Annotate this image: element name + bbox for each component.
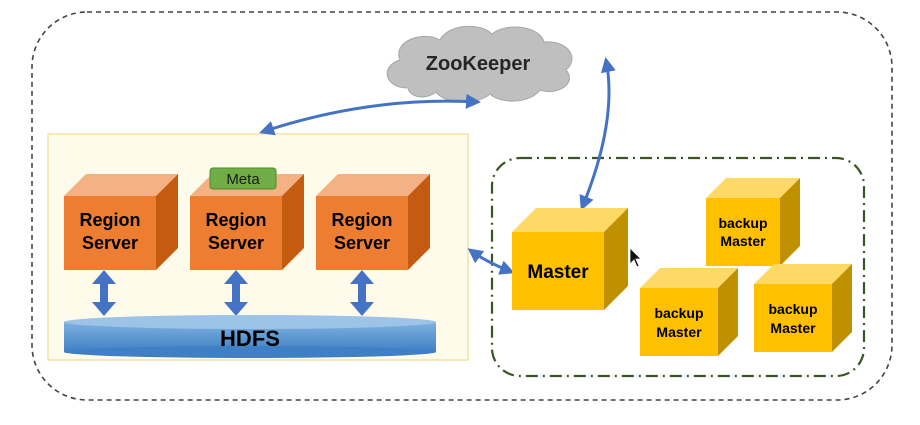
- backup-master-3-line2: Master: [770, 320, 816, 336]
- meta-tag-label: Meta: [226, 171, 260, 188]
- hdfs-label: HDFS: [220, 326, 280, 351]
- region-server-1-line2: Server: [82, 233, 138, 253]
- master-label: Master: [527, 262, 589, 283]
- backup-master-1-line2: Master: [720, 233, 766, 249]
- mouse-cursor-icon: [629, 247, 642, 268]
- region-hdfs-arrow-1: [92, 270, 116, 316]
- master-group-boundary: [490, 156, 866, 378]
- backup-master-2-line2: Master: [656, 324, 702, 340]
- master-node: Master: [512, 208, 628, 310]
- zookeeper-label: ZooKeeper: [426, 53, 531, 75]
- backup-master-2-line1: backup: [654, 305, 703, 321]
- backup-master-1-line1: backup: [718, 215, 767, 231]
- backup-master-3: backup Master: [754, 264, 852, 352]
- zookeeper-master-arrow: [579, 57, 616, 211]
- backup-master-3-line1: backup: [768, 301, 817, 317]
- zookeeper-region-arrow: [259, 93, 481, 136]
- outer-boundary: [31, 11, 893, 401]
- region-server-2-line1: Region: [206, 210, 267, 230]
- zookeeper-cloud: ZooKeeper: [386, 25, 573, 103]
- region-server-2-line2: Server: [208, 233, 264, 253]
- region-hdfs-arrow-2: [224, 270, 248, 316]
- backup-master-2: backup Master: [640, 268, 738, 356]
- region-master-arrow: [467, 248, 515, 275]
- backup-master-1: backup Master: [706, 178, 800, 266]
- meta-tag: Meta: [209, 167, 277, 190]
- region-server-3-line1: Region: [332, 210, 393, 230]
- region-server-3: Region Server: [316, 174, 430, 270]
- region-server-3-line2: Server: [334, 233, 390, 253]
- region-server-1-line1: Region: [80, 210, 141, 230]
- region-server-1: Region Server: [64, 174, 178, 270]
- hdfs-storage: HDFS: [64, 315, 436, 358]
- region-hdfs-arrow-3: [350, 270, 374, 316]
